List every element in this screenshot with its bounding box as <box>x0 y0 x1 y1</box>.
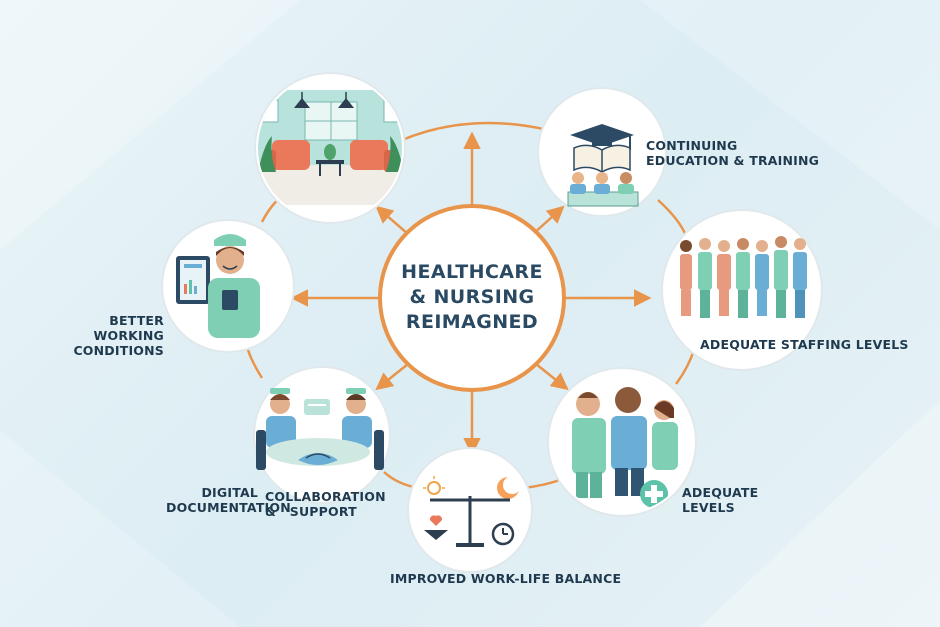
balance-scale-icon <box>407 447 533 573</box>
label-digital-documentation-line-2: DOCUMENTATION <box>166 500 291 515</box>
collaboration-meeting-icon <box>253 366 391 504</box>
label-better-working-conditions-line-2: CONDITIONS <box>73 343 164 358</box>
label-continuing-education-line-2: EDUCATION & TRAINING <box>646 153 820 168</box>
graduation-book-icon <box>537 87 667 217</box>
center-title-line-1: HEALTHCARE <box>401 261 543 283</box>
medical-team-icon <box>547 367 697 517</box>
label-adequate-levels-line-2: LEVELS <box>682 500 735 515</box>
label-continuing-education: CONTINUING EDUCATION & TRAINING <box>646 138 819 168</box>
label-collaboration-line-1: COLLABORATION <box>265 489 386 504</box>
label-adequate-staffing: ADEQUATE STAFFING LEVELS <box>700 337 909 352</box>
label-adequate-levels: ADEQUATE LEVELS <box>682 485 758 515</box>
label-adequate-staffing-text: ADEQUATE STAFFING LEVELS <box>700 337 909 352</box>
nurse-tablet-icon <box>161 219 295 353</box>
center-title-line-2: & NURSING <box>409 286 535 308</box>
label-collaboration: COLLABORATION & SUPPORT <box>265 489 386 519</box>
label-continuing-education-line-1: CONTINUING <box>646 138 738 153</box>
label-digital-documentation: DIGITAL DOCUMENTATION <box>166 485 291 515</box>
spoke-arrows <box>290 131 652 456</box>
center-hub <box>378 204 566 392</box>
label-digital-documentation-line-1: DIGITAL <box>201 485 258 500</box>
lounge-room-icon <box>254 72 406 224</box>
center-title-line-3: REIMAGNED <box>405 311 539 333</box>
center-title: HEALTHCARE & NURSING REIMAGNED <box>381 260 563 335</box>
staff-group-icon <box>661 209 823 371</box>
label-collaboration-line-2: & SUPPORT <box>265 504 357 519</box>
label-adequate-levels-line-1: ADEQUATE <box>682 485 759 500</box>
label-better-working-conditions: BETTER WORKING CONDITIONS <box>60 313 164 358</box>
label-better-working-conditions-line-1: BETTER WORKING <box>93 313 164 343</box>
label-work-life-balance: IMPROVED WORK-LIFE BALANCE <box>390 571 621 586</box>
label-work-life-balance-text: IMPROVED WORK-LIFE BALANCE <box>390 571 622 586</box>
